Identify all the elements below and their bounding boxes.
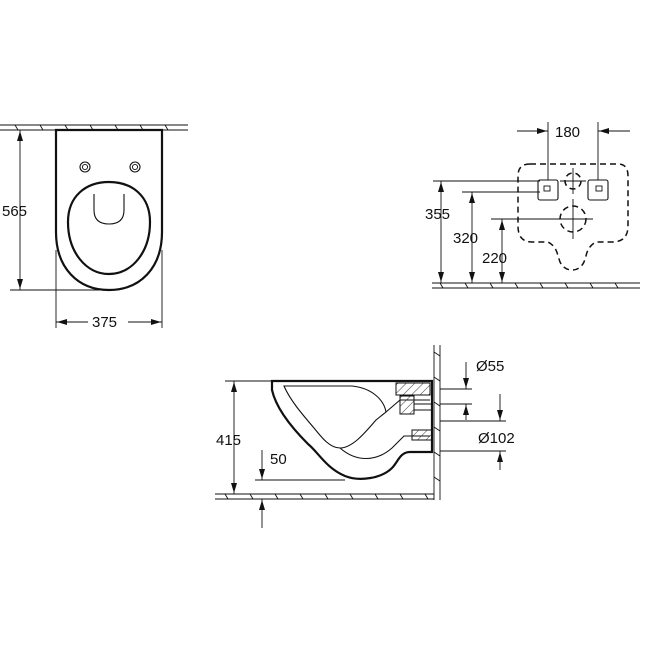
side-height-415-label: 415 xyxy=(216,432,241,449)
front-fixing-hole-left xyxy=(79,161,91,173)
side-view: 415 50 Ø55 Ø102 xyxy=(215,345,515,528)
rear-water-inlet xyxy=(560,168,586,194)
front-bowl-rim xyxy=(66,180,152,276)
front-fixing-hole-right xyxy=(129,161,141,173)
side-wall xyxy=(433,345,441,500)
side-depth-50-label: 50 xyxy=(270,451,287,468)
side-outlet-dimension xyxy=(440,394,506,470)
side-trapway xyxy=(339,435,430,460)
rear-height-355-label: 355 xyxy=(425,206,450,223)
front-height-label: 565 xyxy=(2,203,27,220)
front-bowl-outline xyxy=(54,128,164,292)
side-height-415-dimension xyxy=(225,380,272,494)
side-depth-50-dimension xyxy=(255,450,345,528)
front-view: 565 375 xyxy=(0,124,188,331)
side-inlet-fitting xyxy=(395,382,432,415)
rear-fixing-bracket-left xyxy=(537,179,559,201)
side-outlet-diameter-label: Ø102 xyxy=(478,430,515,447)
rear-floor-band xyxy=(432,282,640,289)
side-bowl-inner xyxy=(283,385,387,449)
rear-height-320-label: 320 xyxy=(453,230,478,247)
rear-height-220-label: 220 xyxy=(482,250,507,267)
side-floor xyxy=(215,493,434,500)
side-inlet-dimension xyxy=(440,362,472,420)
side-pan-outline xyxy=(270,379,434,480)
rear-fixing-bracket-right xyxy=(587,179,609,201)
front-width-label: 375 xyxy=(92,314,117,331)
rear-height-320-dimension xyxy=(462,191,540,283)
rear-height-355-dimension xyxy=(433,180,540,283)
rear-spacing-dimension xyxy=(517,122,630,180)
rear-height-220-dimension xyxy=(491,218,560,283)
side-outlet-fitting xyxy=(411,429,433,441)
front-height-dimension xyxy=(10,129,105,291)
rear-dashed-outline xyxy=(517,163,629,271)
front-fixing-hole-right-inner xyxy=(131,163,139,171)
rear-view: 180 355 320 220 xyxy=(425,122,640,289)
front-flush-outlet xyxy=(93,194,125,225)
front-fixing-hole-left-inner xyxy=(81,163,89,171)
rear-spacing-label: 180 xyxy=(555,124,580,141)
side-inlet-diameter-label: Ø55 xyxy=(476,358,504,375)
